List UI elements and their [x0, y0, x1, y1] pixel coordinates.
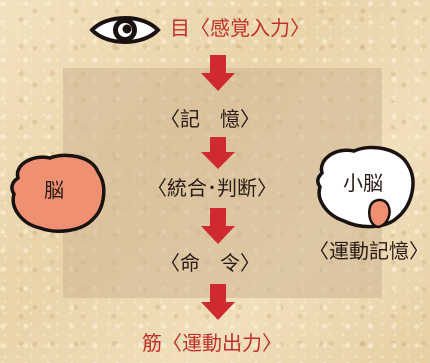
down-arrow-icon — [201, 208, 235, 244]
brain-label: 脳 — [44, 178, 64, 202]
down-arrow-icon — [201, 55, 235, 91]
sensory-input-label: 目〈感覚入力〉 — [170, 16, 310, 40]
brain-icon — [8, 150, 108, 236]
motor-output-label: 筋〈運動出力〉 — [142, 331, 282, 355]
command-label: 〈命 令〉 — [160, 251, 260, 275]
memory-label: 〈記 憶〉 — [160, 107, 260, 131]
eye-icon — [89, 12, 161, 48]
cerebellum-icon — [314, 143, 418, 233]
integration-judgment-label: 〈統合･判断〉 — [147, 176, 277, 200]
down-arrow-icon — [201, 284, 235, 320]
motor-memory-label: 〈運動記憶〉 — [309, 239, 429, 263]
down-arrow-icon — [201, 137, 235, 173]
cerebellum-label: 小脳 — [343, 171, 383, 195]
